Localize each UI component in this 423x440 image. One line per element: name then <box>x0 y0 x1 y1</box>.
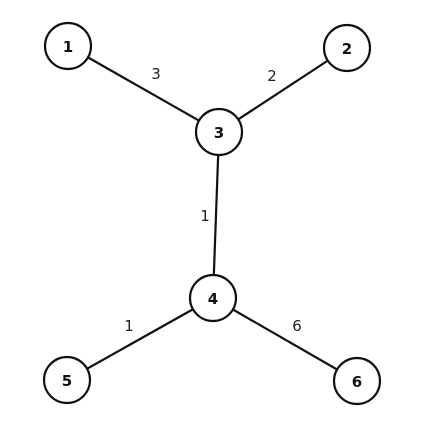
node-circle-5 <box>42 355 92 405</box>
node-circle-3 <box>194 107 244 157</box>
node-circle-6 <box>332 356 382 406</box>
edge-weight-2-3: 2 <box>267 67 277 85</box>
node-circle-1 <box>43 21 93 71</box>
node-circle-2 <box>322 23 372 73</box>
node-label-1: 1 <box>63 38 73 56</box>
edge-weight-3-4: 1 <box>200 207 210 225</box>
node-label-3: 3 <box>214 124 224 142</box>
edge-4-6 <box>211 296 359 383</box>
node-label-6: 6 <box>352 373 362 391</box>
edge-2-3 <box>217 46 349 134</box>
node-label-4: 4 <box>208 290 218 308</box>
node-6: 6 <box>332 356 382 406</box>
node-label-5: 5 <box>62 372 72 390</box>
edge-1-3 <box>66 44 221 134</box>
edge-weight-4-6: 6 <box>292 317 302 335</box>
edges-layer <box>65 44 359 383</box>
node-label-2: 2 <box>342 40 352 58</box>
edge-weights-layer: 3 2 1 1 6 <box>124 65 302 335</box>
nodes-layer: 1 2 3 4 5 6 <box>42 21 382 406</box>
edge-4-5 <box>65 296 215 382</box>
node-5: 5 <box>42 355 92 405</box>
node-1: 1 <box>43 21 93 71</box>
node-4: 4 <box>188 273 238 323</box>
edge-weight-1-3: 3 <box>151 65 161 83</box>
node-circle-4 <box>188 273 238 323</box>
edge-3-4 <box>211 130 221 300</box>
node-3: 3 <box>194 107 244 157</box>
node-2: 2 <box>322 23 372 73</box>
edge-weight-4-5: 1 <box>124 317 134 335</box>
